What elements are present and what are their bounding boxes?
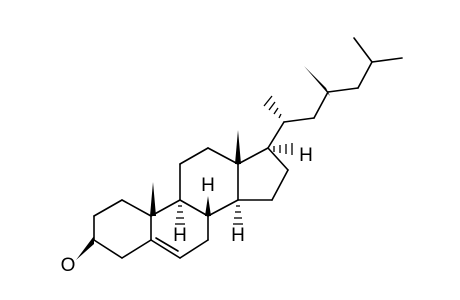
hydrogen-label-c9: H — [173, 225, 187, 246]
hydrogen-label-c14: H — [231, 225, 245, 246]
hash-c20-methyl — [263, 95, 282, 119]
bond-ringC-3 — [207, 147, 239, 165]
bond-ringB-1 — [150, 199, 181, 217]
hash-c14-hydrogen — [233, 205, 243, 225]
hash-c9-hydrogen — [175, 205, 185, 225]
wedge-c24-methyl — [304, 66, 330, 96]
bond-ringB-5 — [150, 239, 181, 259]
hydrogen-label-c8: H — [201, 175, 215, 196]
bond-ringD-3 — [271, 169, 289, 201]
bond-ringC-2 — [179, 147, 209, 165]
bond-ringC-5 — [207, 199, 239, 217]
bond-ringA-5 — [121, 239, 152, 259]
wedge-c13-methyl — [235, 130, 241, 164]
hydrogen-label-c17: H — [299, 145, 313, 166]
bond-chain-1 — [267, 121, 285, 149]
wedge-c8-hydrogen — [205, 196, 211, 216]
bond-chain-5 — [357, 61, 373, 89]
hash-c17-hydrogen — [273, 143, 293, 155]
wedge-c3-oxygen — [76, 236, 94, 260]
wedge-c10-methyl — [150, 182, 156, 216]
bond-ringD-2 — [267, 147, 289, 171]
bond-ringB-2 — [179, 199, 209, 217]
bond-chain-2 — [283, 117, 315, 123]
bond-chain-4 — [327, 87, 359, 93]
bond-ringD-1 — [237, 147, 269, 165]
bond-chain-7 — [353, 37, 373, 63]
bond-chain-3 — [313, 91, 329, 119]
bond-ringA-4 — [93, 239, 123, 259]
bond-ringB-4 — [179, 239, 209, 259]
oxygen-label: O — [61, 255, 76, 276]
bond-ringA-2 — [93, 199, 123, 217]
bond-chain-6 — [371, 57, 403, 63]
bond-ringA-3 — [121, 199, 152, 217]
bond-ringB-double — [155, 237, 179, 252]
